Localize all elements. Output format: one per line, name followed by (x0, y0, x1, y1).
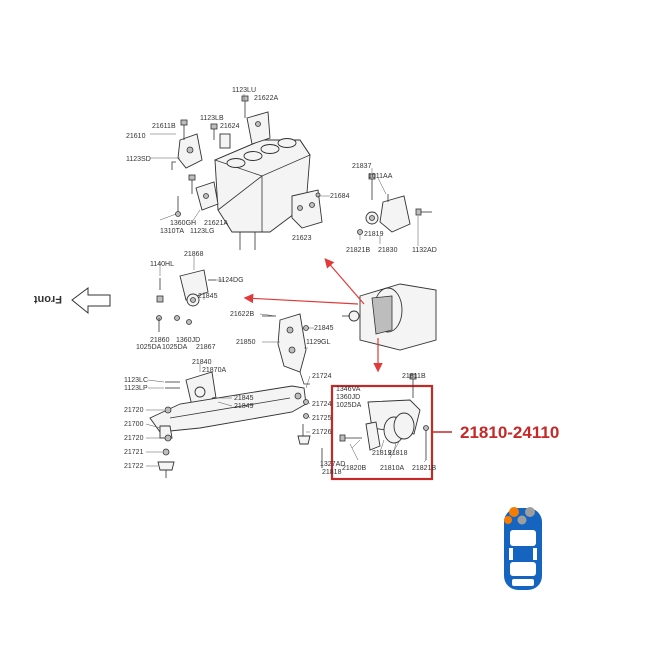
transmission-housing (342, 283, 437, 351)
bracket-21623 (291, 189, 323, 229)
label-21819-top: 21819 (364, 231, 384, 238)
label-21845-b: 21845 (314, 325, 334, 332)
label-1011AA: 1011AA (368, 173, 393, 180)
label-21820B: 21820B (342, 465, 366, 472)
label-1140HL: 1140HL (150, 261, 174, 268)
label-1025DA-c: 1025DA (336, 402, 362, 409)
label-1132AD: 1132AD (412, 247, 437, 254)
label-21624: 21624 (220, 123, 240, 130)
label-21724-b: 21724 (312, 401, 332, 408)
label-21810A: 21810A (380, 465, 404, 472)
label-21725: 21725 (312, 415, 332, 422)
label-1123LB: 1123LB (200, 115, 224, 122)
label-21819-b: 21819 (372, 450, 392, 457)
label-1025DA-b: 1025DA (162, 344, 188, 351)
mount-assembly-21810 (339, 373, 429, 460)
label-21622B: 21622B (230, 311, 254, 318)
label-21821B-top: 21821B (346, 247, 370, 254)
label-1124DG: 1124DG (218, 277, 244, 284)
label-1123LC: 1123LC (124, 377, 148, 384)
part-labels: 1123LU 21622A 1123LB 21624 21611B 21610 … (124, 87, 437, 476)
label-21868: 21868 (184, 251, 204, 258)
label-21830: 21830 (378, 247, 398, 254)
label-21722: 21722 (124, 463, 144, 470)
label-21840: 21840 (192, 359, 212, 366)
front-label: Front (34, 293, 62, 305)
bracket-21621a (175, 174, 219, 217)
label-1123LP: 1123LP (124, 385, 148, 392)
label-21818: 21818 (388, 450, 408, 457)
crossmember-bolts (157, 434, 175, 478)
crossmember-21700 (149, 385, 307, 439)
label-21721: 21721 (124, 449, 144, 456)
label-1129GL: 1129GL (306, 339, 330, 346)
label-1327AD: 1327AD (320, 461, 345, 468)
label-1360JD: 1360JD (176, 337, 200, 344)
label-21811B: 21811B (402, 373, 426, 380)
label-21818-b: 21818 (322, 469, 342, 476)
label-21720-a: 21720 (124, 407, 144, 414)
label-21720-b: 21720 (124, 435, 144, 442)
label-1123LU: 1123LU (232, 87, 256, 94)
highlight-part-number: 21810-24110 (460, 423, 559, 442)
front-arrow-icon (71, 287, 111, 315)
label-1123LG: 1123LG (190, 228, 214, 235)
label-21867: 21867 (196, 344, 216, 351)
mount-21860 (156, 269, 216, 332)
leader-lines (145, 94, 427, 467)
label-21821B-b: 21821B (412, 465, 436, 472)
label-21684: 21684 (330, 193, 350, 200)
label-21623: 21623 (292, 235, 312, 242)
label-21849: 21849 (234, 403, 254, 410)
label-1346VA: 1346VA (336, 386, 361, 393)
label-21724-a: 21724 (312, 373, 332, 380)
label-21621A: 21621A (204, 220, 228, 227)
label-21611B: 21611B (152, 123, 176, 130)
label-1123SD: 1123SD (126, 156, 151, 163)
label-21726: 21726 (312, 429, 332, 436)
pointer-arrows (243, 258, 383, 373)
car-position-icon (504, 507, 542, 590)
bracket-21622a (241, 95, 271, 145)
label-1310TA: 1310TA (160, 228, 184, 235)
label-21845-a: 21845 (198, 293, 218, 300)
mount-21610 (171, 119, 203, 170)
label-1025DA-a: 1025DA (136, 344, 162, 351)
mount-21830 (357, 173, 432, 235)
label-21610: 21610 (126, 133, 146, 140)
engine-block (213, 138, 311, 250)
label-1360GH: 1360GH (170, 220, 196, 227)
label-21837: 21837 (352, 163, 372, 170)
label-21622A: 21622A (254, 95, 278, 102)
center-bolts (297, 399, 323, 468)
label-21860: 21860 (150, 337, 170, 344)
label-1360JD-b: 1360JD (336, 394, 360, 401)
bracket-21850 (262, 313, 310, 385)
label-21845-c: 21845 (234, 395, 254, 402)
label-21700: 21700 (124, 421, 144, 428)
label-21850: 21850 (236, 339, 256, 346)
label-21870A: 21870A (202, 367, 226, 374)
